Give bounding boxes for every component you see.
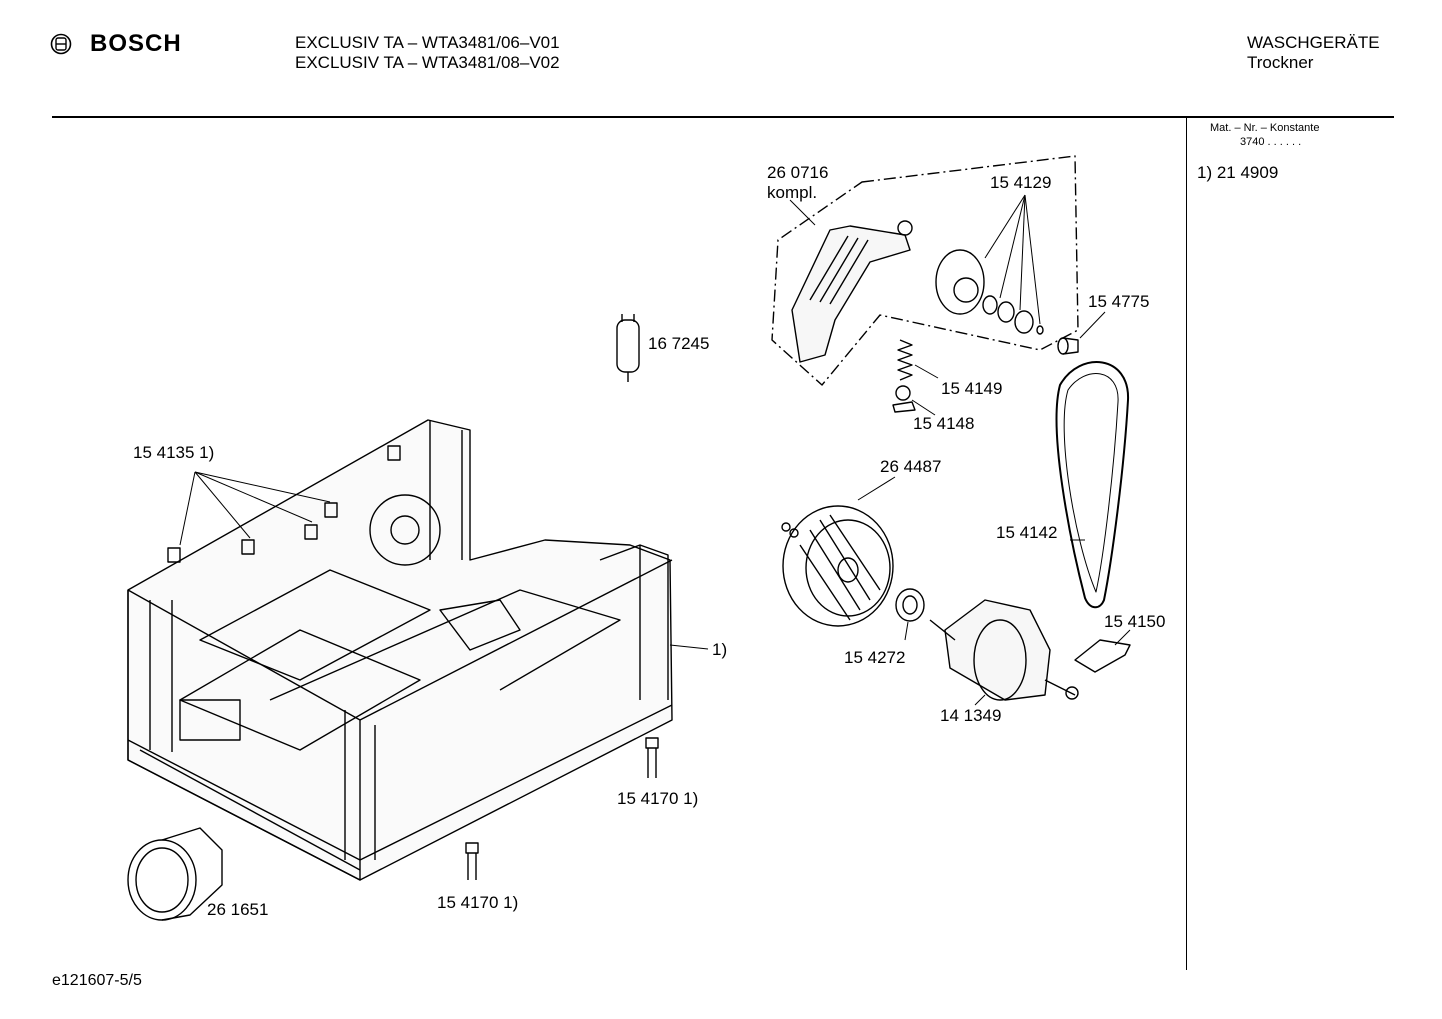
part-label-154135: 15 4135 1) (133, 443, 215, 462)
brand-name: BOSCH (90, 30, 182, 57)
drawing-id: e121607-5/5 (52, 972, 142, 989)
pin-154775 (1057, 337, 1079, 355)
part-label-141349: 14 1349 (940, 706, 1002, 725)
model-line-2: EXCLUSIV TA – WTA3481/08–V02 (295, 53, 560, 72)
assembly-group-outline (771, 155, 1079, 386)
part-label-frame-note: 1) (712, 640, 728, 659)
model-line-1: EXCLUSIV TA – WTA3481/06–V01 (295, 33, 560, 52)
screw-154170-upper (645, 737, 659, 778)
category-title: WASCHGERÄTE (1247, 33, 1380, 52)
bosch-armature-icon (50, 33, 72, 55)
part-label-167245: 16 7245 (648, 334, 710, 353)
pulley-154129 (935, 249, 1044, 335)
base-frame (127, 419, 673, 881)
sidebar-divider (1186, 118, 1187, 970)
motor-141349 (929, 599, 1079, 701)
hook-154148 (892, 385, 916, 413)
spring-154149 (897, 339, 913, 381)
leader-lines (179, 194, 1131, 706)
part-label-154170-upper: 15 4170 1) (617, 789, 699, 808)
footnote-1: 1) 21 4909 (1197, 163, 1279, 182)
part-label-154129: 15 4129 (990, 173, 1052, 192)
part-label-154272: 15 4272 (844, 648, 906, 667)
material-number-value: 3740 . . . . . . (1240, 136, 1302, 148)
part-label-154775: 15 4775 (1088, 292, 1150, 311)
capacitor-167245 (616, 314, 640, 382)
part-label-264487: 26 4487 (880, 457, 942, 476)
bearing-154272 (895, 588, 925, 622)
belt-154142 (1055, 361, 1130, 609)
part-label-260716: 26 0716 (767, 163, 829, 182)
fan-264487 (781, 505, 894, 627)
bracket-154150 (1074, 639, 1131, 673)
part-label-154150: 15 4150 (1104, 612, 1166, 631)
part-label-154142: 15 4142 (996, 523, 1058, 542)
clips-154135 (167, 445, 401, 563)
part-label-154170-lower: 15 4170 1) (437, 893, 519, 912)
part-label-261651: 26 1651 (207, 900, 269, 919)
screw-154170-lower (465, 842, 479, 880)
part-label-154148: 15 4148 (913, 414, 975, 433)
header-divider (52, 116, 1394, 118)
part-label-260716-kompl: kompl. (767, 183, 818, 202)
duct-adapter-261651 (127, 827, 223, 921)
tensioner-260716 (791, 220, 913, 363)
brand-logo: BOSCH (50, 30, 182, 58)
category-subtitle: Trockner (1247, 53, 1314, 72)
part-label-154149: 15 4149 (941, 379, 1003, 398)
material-number-header: Mat. – Nr. – Konstante (1210, 122, 1320, 134)
